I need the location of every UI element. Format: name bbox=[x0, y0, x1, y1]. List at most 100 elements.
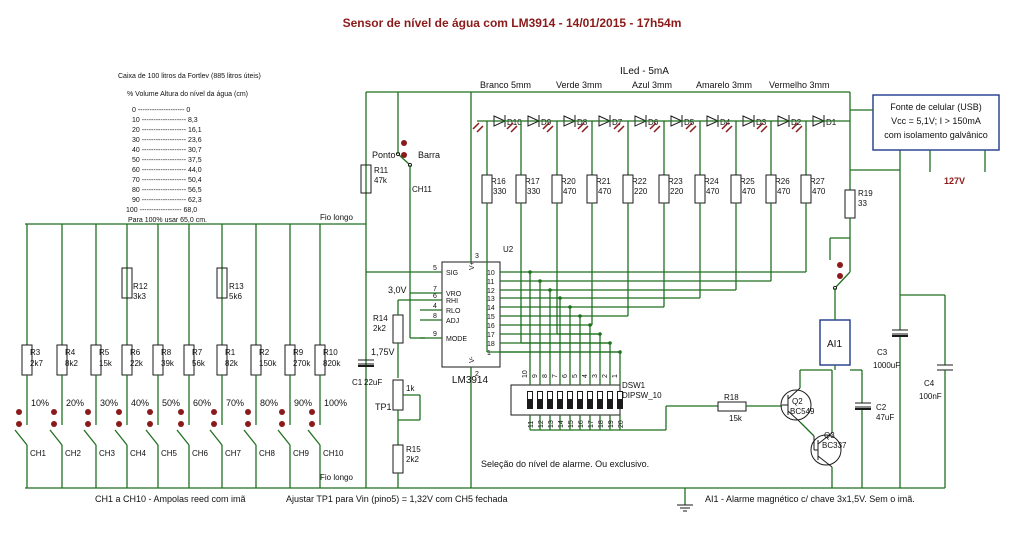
c3-value: 1000uF bbox=[873, 361, 900, 370]
ic-pin-name: RLO bbox=[446, 308, 461, 315]
fio-longo-top: Fio longo bbox=[320, 213, 353, 222]
r13-ref: R13 bbox=[229, 282, 244, 291]
led-ref: D4 bbox=[720, 118, 731, 127]
v127-label: 127V bbox=[944, 176, 965, 186]
dip-lever bbox=[527, 391, 533, 409]
dip-lever bbox=[607, 391, 613, 409]
tank-row: 80 ------------------- 56,5 bbox=[132, 187, 202, 194]
ladder-ref: R4 bbox=[65, 348, 76, 357]
dip-pin: 7 bbox=[552, 374, 559, 378]
series-resistor bbox=[121, 267, 133, 299]
led-resistor-value: 220 bbox=[634, 187, 648, 196]
led-resistor-ref: R27 bbox=[810, 177, 825, 186]
ladder-percent: 20% bbox=[66, 398, 84, 408]
c3-ref: C3 bbox=[877, 348, 888, 357]
ic-pin-number: 13 bbox=[487, 296, 495, 303]
reed-magnet bbox=[51, 409, 57, 415]
reed-magnet bbox=[85, 421, 91, 427]
ic-pin-number: 12 bbox=[487, 288, 495, 295]
ladder-value: 820k bbox=[323, 359, 341, 368]
led-resistor-value: 470 bbox=[563, 187, 577, 196]
dip-pin: 6 bbox=[562, 374, 569, 378]
ch11-label: CH11 bbox=[412, 185, 432, 194]
dip-lever bbox=[577, 391, 583, 409]
dip-lever bbox=[597, 391, 603, 409]
ladder-ref: R10 bbox=[323, 348, 338, 357]
dip-pin: 18 bbox=[598, 420, 605, 428]
reed-magnet bbox=[16, 421, 22, 427]
reed-magnet bbox=[211, 421, 217, 427]
tank-row: 70 ------------------- 50,4 bbox=[132, 177, 202, 184]
ladder-percent: 90% bbox=[294, 398, 312, 408]
ic-pin-name: SIG bbox=[446, 270, 458, 277]
ic-pin-number: 4 bbox=[433, 303, 437, 310]
r13-value: 5k6 bbox=[229, 292, 242, 301]
led-ref: D1 bbox=[826, 118, 837, 127]
led-resistor-ref: R22 bbox=[632, 177, 647, 186]
azul-label: Azul 3mm bbox=[632, 80, 672, 90]
ladder-value: 56k bbox=[192, 359, 206, 368]
reed-magnet bbox=[279, 409, 285, 415]
led-resistor-value: 220 bbox=[670, 187, 684, 196]
led-resistor-ref: R16 bbox=[491, 177, 506, 186]
reed-magnet bbox=[116, 421, 122, 427]
dip-pin: 11 bbox=[528, 421, 535, 428]
reed-magnet bbox=[85, 409, 91, 415]
ai-note: AI1 - Alarme magnético c/ chave 3x1,5V. … bbox=[705, 494, 915, 504]
r15-ref: R15 bbox=[406, 445, 421, 454]
reed-magnet bbox=[309, 421, 315, 427]
fio-longo-bottom: Fio longo bbox=[320, 473, 353, 482]
ladder-value: 150k bbox=[259, 359, 277, 368]
ladder-switch-label: CH1 bbox=[30, 449, 47, 458]
ladder-value: 8k2 bbox=[65, 359, 78, 368]
branco-label: Branco 5mm bbox=[480, 80, 531, 90]
ladder-value: 22k bbox=[130, 359, 144, 368]
ladder-value: 2k7 bbox=[30, 359, 43, 368]
r11-resistor bbox=[360, 164, 372, 194]
ladder-switch-label: CH3 bbox=[99, 449, 116, 458]
ladder-value: 39k bbox=[161, 359, 175, 368]
reed-magnet bbox=[147, 421, 153, 427]
led-resistor-ref: R20 bbox=[561, 177, 576, 186]
led-ref: D10 bbox=[507, 118, 522, 127]
r14-resistor bbox=[392, 300, 404, 378]
led-resistor-value: 470 bbox=[777, 187, 791, 196]
amarelo-label: Amarelo 3mm bbox=[696, 80, 752, 90]
tank-caption: Caixa de 100 litros da Fortlev (885 litr… bbox=[118, 73, 261, 80]
ladder-value: 270k bbox=[293, 359, 311, 368]
led-resistor-value: 470 bbox=[706, 187, 720, 196]
vermelho-label: Vermelho 3mm bbox=[769, 80, 830, 90]
ladder-ref: R6 bbox=[130, 348, 141, 357]
tank-header: % Volume Altura do nível da água (cm) bbox=[127, 91, 248, 98]
ic-pin-number: 1 bbox=[487, 350, 491, 357]
dip-pin: 15 bbox=[568, 420, 575, 428]
dip-pin: 16 bbox=[578, 420, 585, 428]
q3-value: BC337 bbox=[822, 441, 847, 450]
dip-pin: 14 bbox=[558, 420, 565, 428]
reed-magnet bbox=[147, 409, 153, 415]
ladder-percent: 30% bbox=[100, 398, 118, 408]
r19-ref: R19 bbox=[858, 189, 873, 198]
main-wires bbox=[25, 91, 945, 512]
c4-ref: C4 bbox=[924, 379, 935, 388]
tp1-value: 1k bbox=[406, 384, 415, 393]
series-resistor bbox=[216, 267, 228, 299]
dip-lever bbox=[547, 391, 553, 409]
dip-pin: 2 bbox=[602, 374, 609, 378]
c1-ref: C1 bbox=[352, 378, 363, 387]
lm3914-ic bbox=[366, 92, 501, 488]
r19-value: 33 bbox=[858, 199, 867, 208]
reed-magnet bbox=[51, 421, 57, 427]
ai1-label: AI1 bbox=[827, 339, 842, 350]
tank-row: 90 ------------------- 62,3 bbox=[132, 197, 202, 204]
reed-magnet bbox=[245, 421, 251, 427]
